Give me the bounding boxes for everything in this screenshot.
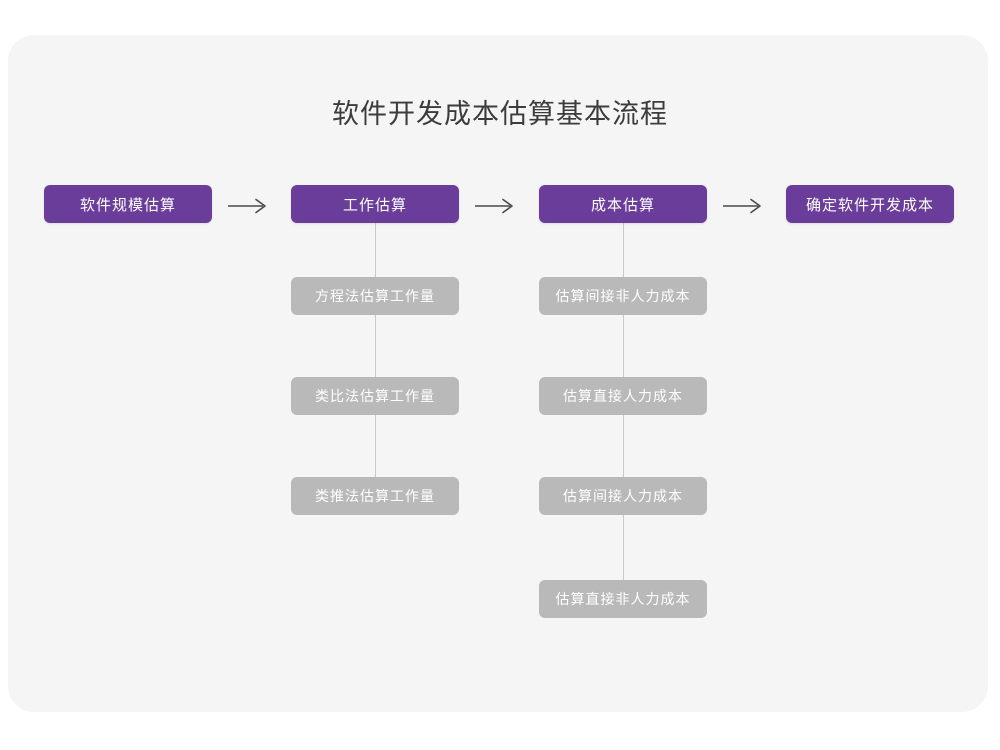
sub-step-box-3-2[interactable]: 估算直接人力成本 — [539, 377, 707, 415]
sub-step-box-2-3[interactable]: 类推法估算工作量 — [291, 477, 459, 515]
connector-line — [623, 415, 624, 477]
sub-step-box-2-2[interactable]: 类比法估算工作量 — [291, 377, 459, 415]
stage-box-1[interactable]: 软件规模估算 — [44, 185, 212, 223]
connector-line — [375, 415, 376, 477]
stage-box-4[interactable]: 确定软件开发成本 — [786, 185, 954, 223]
long-right-arrow-icon — [721, 188, 767, 224]
stage-box-2[interactable]: 工作估算 — [291, 185, 459, 223]
sub-step-box-3-1[interactable]: 估算间接非人力成本 — [539, 277, 707, 315]
connector-line — [623, 223, 624, 277]
stage-box-3[interactable]: 成本估算 — [539, 185, 707, 223]
long-right-arrow-icon — [226, 188, 272, 224]
content-panel — [8, 35, 988, 712]
sub-step-box-3-4[interactable]: 估算直接非人力成本 — [539, 580, 707, 618]
connector-line — [623, 315, 624, 377]
connector-line — [375, 315, 376, 377]
sub-step-box-3-3[interactable]: 估算间接人力成本 — [539, 477, 707, 515]
sub-step-box-2-1[interactable]: 方程法估算工作量 — [291, 277, 459, 315]
connector-line — [623, 515, 624, 580]
page-title: 软件开发成本估算基本流程 — [332, 99, 668, 129]
connector-line — [375, 223, 376, 277]
long-right-arrow-icon — [473, 188, 519, 224]
